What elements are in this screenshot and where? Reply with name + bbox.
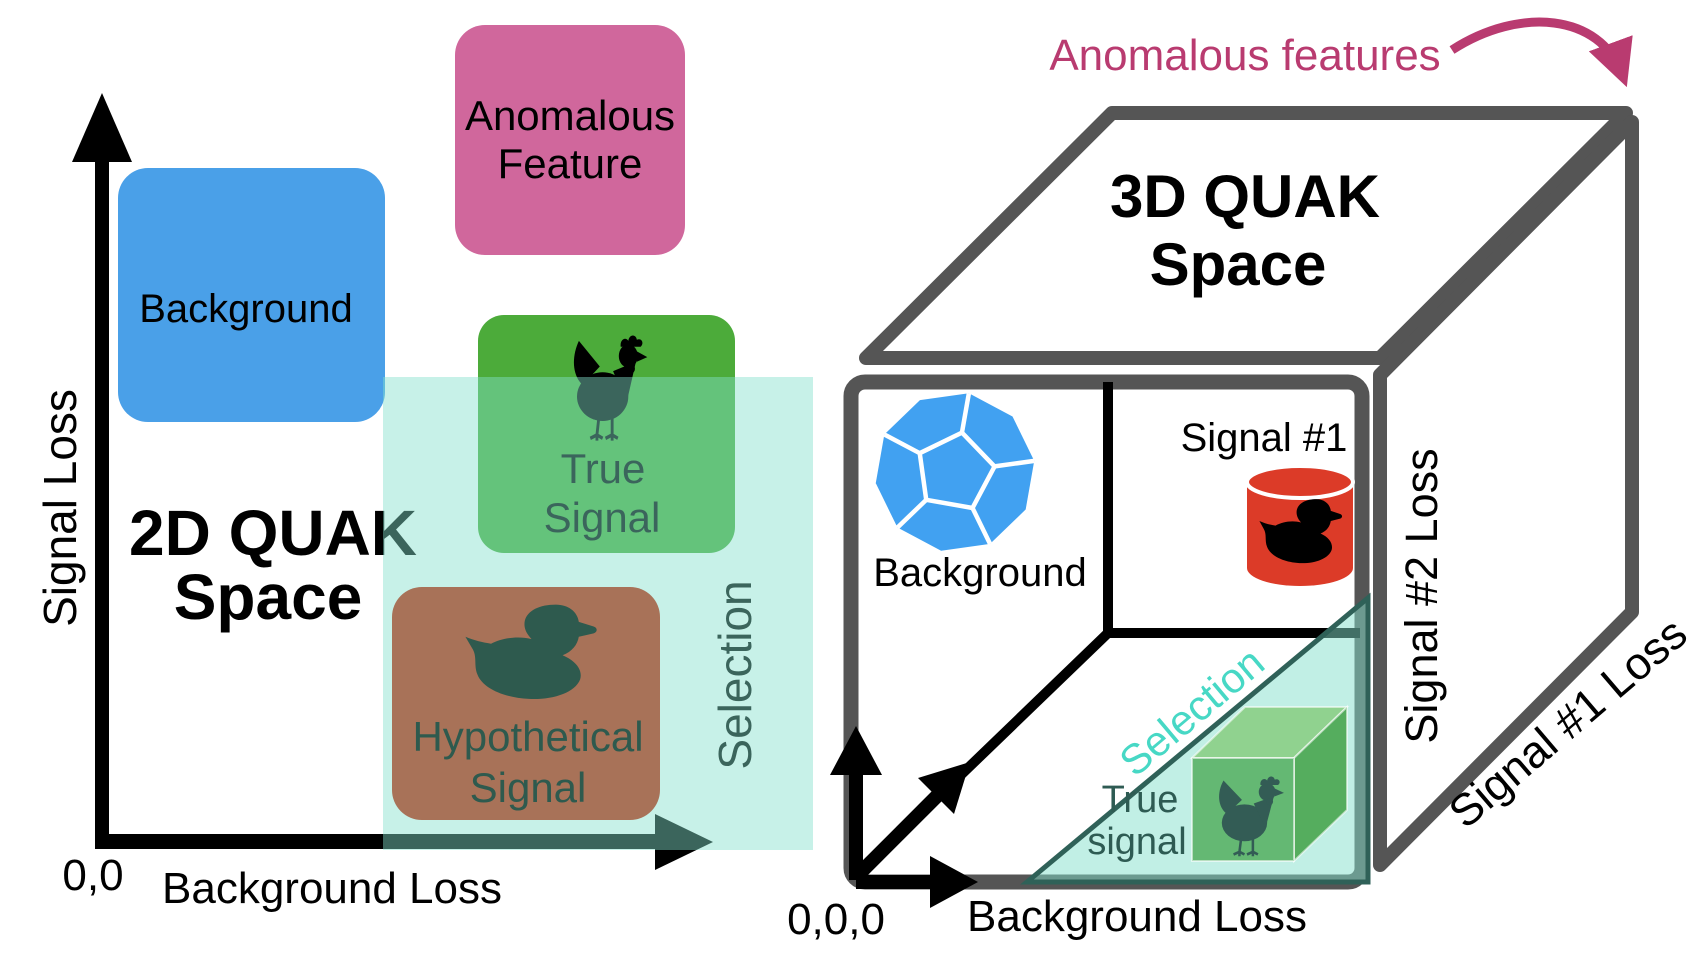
svg-text:Selection: Selection <box>709 580 761 769</box>
right-3d-quak-panel: Background Signal #1 True <box>787 17 1694 944</box>
up-axis-arrowhead-icon <box>830 726 882 775</box>
cube-right-face <box>1373 115 1639 872</box>
right-title-line2: Space <box>1150 231 1327 298</box>
selection-label-2d: Selection <box>709 580 761 769</box>
left-title-line1: 2D QUAK <box>129 497 417 569</box>
background-box: Background <box>118 168 385 422</box>
right-title-line1: 3D QUAK <box>1110 163 1380 230</box>
origin-label-3d: 0,0,0 <box>787 895 885 944</box>
hypothetical-label-line1: Hypothetical <box>412 713 643 760</box>
hypothetical-signal-box: Hypothetical Signal <box>392 587 660 820</box>
duck-icon <box>1259 499 1343 564</box>
background-loss-axis <box>95 814 713 870</box>
barrel-icon <box>1245 464 1355 586</box>
background-label-3d: Background <box>873 551 1086 595</box>
duck-icon <box>465 604 597 700</box>
anomalous-feature-label-line2: Feature <box>498 140 643 187</box>
left-title-line2: Space <box>174 561 363 633</box>
background-box-label: Background <box>139 287 352 331</box>
chicken-icon <box>1219 776 1284 857</box>
anomalous-feature-label-line1: Anomalous <box>465 92 675 139</box>
true-signal-3d-line2: signal <box>1087 821 1186 863</box>
anomalous-feature-box: Anomalous Feature <box>455 25 685 255</box>
y-axis-arrowhead-icon <box>72 93 132 162</box>
anomalous-features-arrow-icon <box>1449 17 1633 88</box>
cube-top-face <box>859 106 1633 365</box>
true-signal-box: True Signal <box>478 315 735 553</box>
signal1-label: Signal #1 <box>1181 416 1348 460</box>
signal-loss-axis <box>72 93 132 849</box>
hypothetical-label-line2: Signal <box>470 764 587 811</box>
true-signal-label-line1: True <box>561 445 646 492</box>
x-axis-arrowhead-icon <box>655 814 713 870</box>
anomalous-features-annotation: Anomalous features <box>1049 31 1440 80</box>
svg-text:Signal #2 Loss: Signal #2 Loss <box>1396 448 1447 743</box>
signal-loss-axis-label: Signal Loss <box>34 389 86 627</box>
diagonal-axis-arrowhead-icon <box>918 762 970 814</box>
true-signal-label-line2: Signal <box>544 494 661 541</box>
left-2d-quak-panel: Background Anomalous Feature True Sig <box>34 25 813 913</box>
origin-axes-3d <box>830 726 978 908</box>
chicken-icon <box>573 335 648 441</box>
background-loss-axis-label-2d: Background Loss <box>162 864 502 913</box>
background-loss-axis-label-3d: Background Loss <box>967 892 1307 941</box>
origin-label-2d: 0,0 <box>62 851 123 900</box>
svg-text:Signal Loss: Signal Loss <box>34 389 86 627</box>
right-axis-arrowhead-icon <box>930 856 978 908</box>
true-signal-3d-line1: True <box>1102 779 1179 821</box>
dodecahedron-icon <box>875 392 1035 551</box>
signal2-loss-axis-label: Signal #2 Loss <box>1396 448 1447 743</box>
